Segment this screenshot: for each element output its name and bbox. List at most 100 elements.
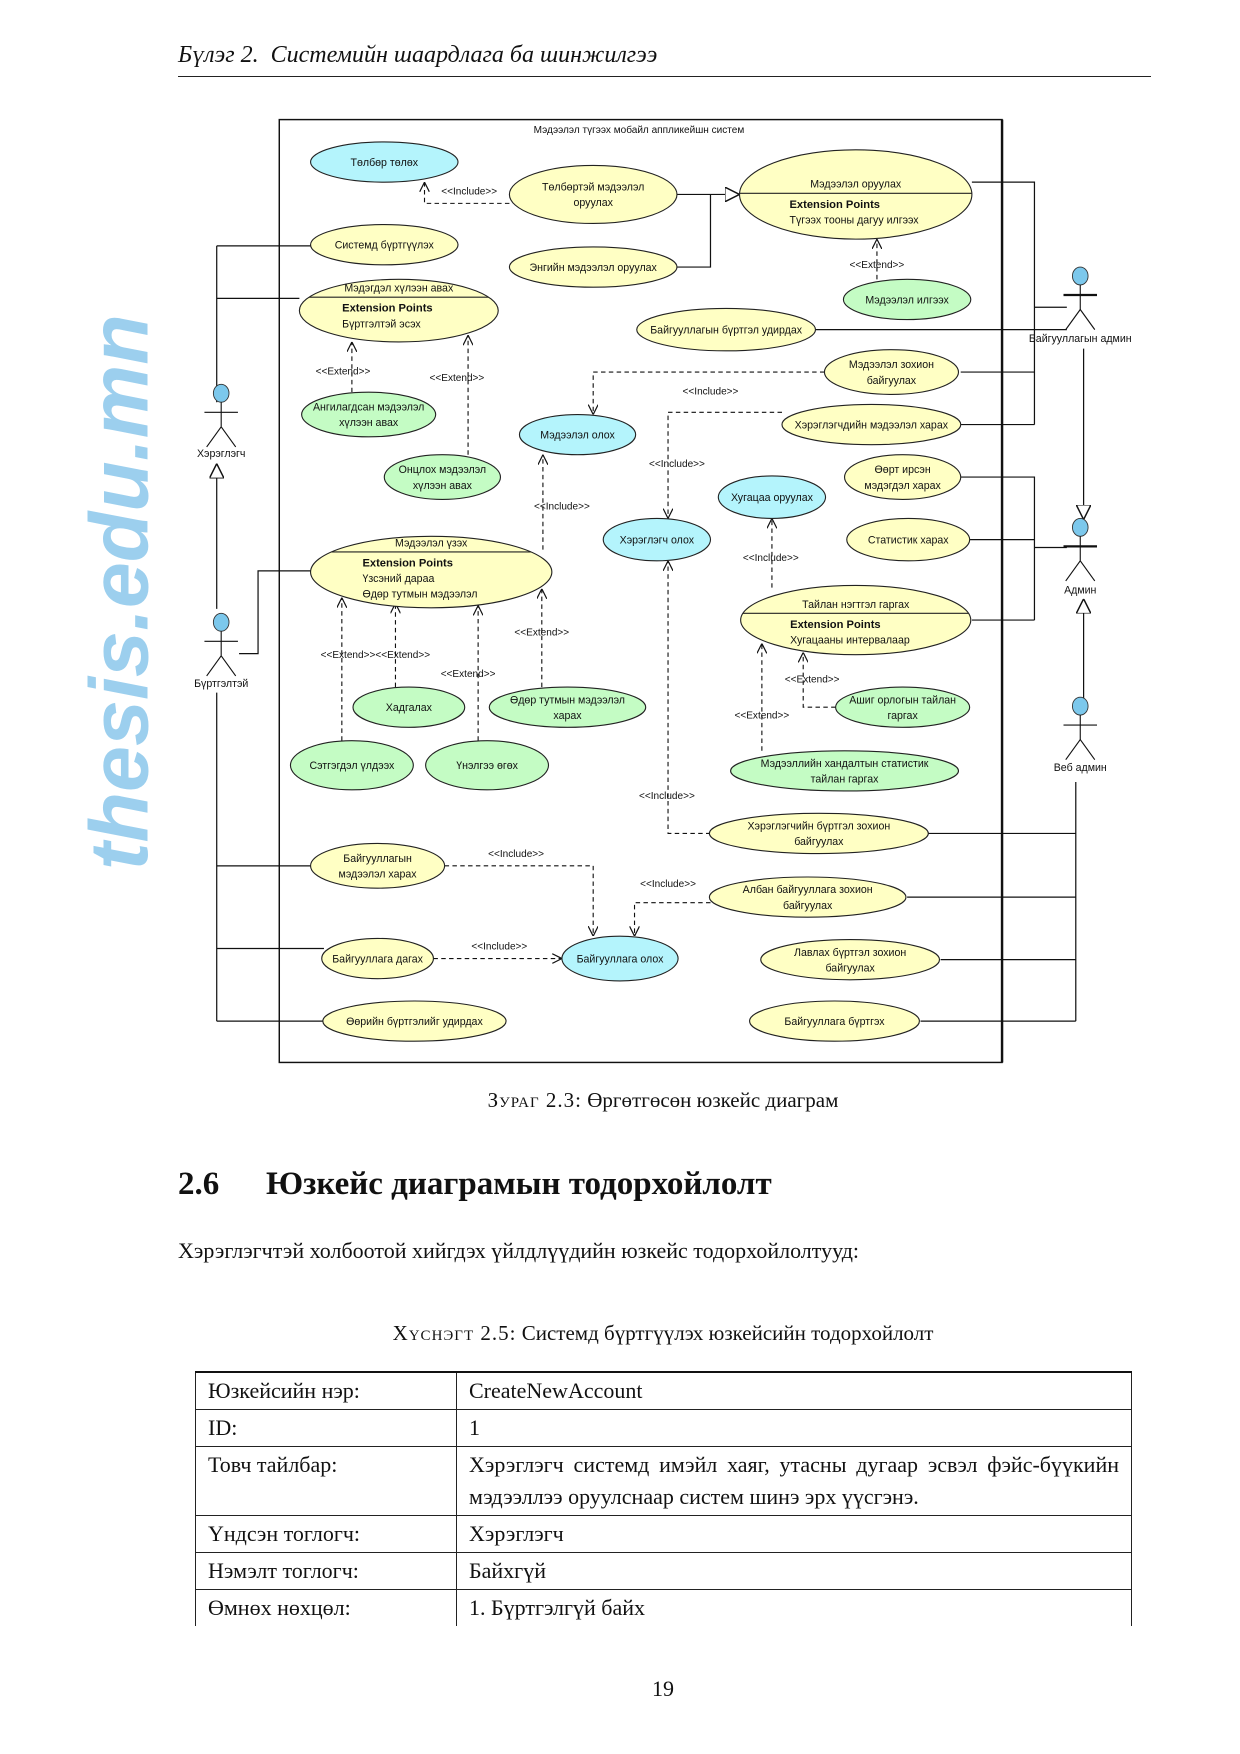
use-case-label: Байгууллага бүртгэх bbox=[784, 1016, 885, 1028]
use-case-label: Статистик харах bbox=[868, 535, 949, 547]
actor[interactable]: Админ bbox=[1063, 517, 1098, 596]
use-case-shape bbox=[760, 939, 941, 981]
row-key: Үндсэн тоглогч: bbox=[195, 1515, 457, 1553]
use-case[interactable]: Өөрийн бүртгэлийг удирдах bbox=[322, 1000, 507, 1042]
use-case-shape bbox=[738, 149, 973, 240]
use-case-shape bbox=[740, 584, 972, 656]
actor-head-icon bbox=[212, 383, 230, 403]
use-case-shape bbox=[322, 1000, 507, 1042]
table-caption-label: Хүснэгт 2.5: bbox=[392, 1321, 517, 1345]
figure-caption-text: Өргөтгөсөн юзкейс диаграм bbox=[587, 1088, 839, 1112]
relation-label: <<Include>> bbox=[649, 459, 705, 470]
use-case-label: Өөрийн бүртгэлийг удирдах bbox=[346, 1016, 483, 1028]
use-case-shape bbox=[636, 307, 817, 352]
table-row: Нэмэлт тоглогч:Байхгүй bbox=[195, 1552, 1132, 1590]
extension-points-title: Extension Points bbox=[342, 303, 433, 315]
use-case-label: байгуулах bbox=[794, 836, 844, 848]
use-case[interactable]: Мэдээлэл олох bbox=[518, 413, 637, 456]
use-case-label: оруулах bbox=[573, 197, 613, 209]
table-row: ID:1 bbox=[195, 1409, 1132, 1447]
use-case-shape bbox=[749, 1000, 920, 1042]
use-case-shape bbox=[518, 413, 637, 456]
use-case[interactable]: Системд бүртгүүлэх bbox=[309, 224, 459, 266]
use-case[interactable]: Төлбөртэй мэдээлэл оруулах bbox=[508, 164, 678, 225]
relation-label: <<Include>> bbox=[471, 942, 527, 953]
association-line bbox=[971, 181, 1036, 425]
use-case-shape bbox=[321, 937, 434, 980]
use-case-shape bbox=[383, 454, 502, 500]
use-case-label: Өдөр тутмын мэдээлэл bbox=[510, 694, 625, 706]
use-case-shape bbox=[425, 740, 550, 791]
row-key: Өмнөх нөхцөл: bbox=[195, 1589, 457, 1626]
use-case[interactable]: Байгууллагын бүртгэл удирдах bbox=[636, 307, 817, 352]
use-case[interactable]: Хадгалах bbox=[352, 686, 466, 728]
actor-label: Байгууллагын админ bbox=[1029, 333, 1132, 345]
use-case-label: Мэдээлэл үзэх bbox=[395, 537, 468, 549]
actor[interactable]: Веб админ bbox=[1054, 696, 1107, 774]
use-case-label: Системд бүртгүүлэх bbox=[335, 240, 435, 252]
relation-label: <<Include>> bbox=[488, 849, 544, 860]
use-case[interactable]: Мэдээлэл илгээх bbox=[842, 278, 972, 321]
use-case-label: байгуулах bbox=[867, 375, 917, 387]
row-key: Юзкейсийн нэр: bbox=[195, 1371, 457, 1410]
extension-points-title: Extension Points bbox=[362, 557, 453, 569]
use-case[interactable]: Байгууллага бүртгэх bbox=[749, 1000, 920, 1042]
use-case[interactable]: Үнэлгээ өгөх bbox=[425, 740, 550, 791]
use-case-label: Төлбөртэй мэдээлэл bbox=[542, 182, 644, 194]
use-case-shape bbox=[289, 740, 414, 791]
use-case[interactable]: Хугацаа оруулах bbox=[717, 475, 827, 519]
row-value: Байхгүй bbox=[456, 1552, 1132, 1590]
use-case-shape bbox=[309, 535, 553, 609]
use-case[interactable]: Сэтгэгдэл үлдээх bbox=[289, 740, 414, 791]
use-case[interactable]: Хэрэглэгч олох bbox=[602, 517, 712, 562]
use-case-label: Лавлах бүртгэл зохион bbox=[794, 947, 906, 959]
relation-label: <<Include>> bbox=[640, 879, 696, 890]
dependency-arrow bbox=[668, 411, 782, 519]
extension-point: Бүртгэлтэй эсэх bbox=[342, 318, 421, 330]
use-case[interactable]: Энгийн мэдээлэл оруулах bbox=[508, 246, 678, 288]
use-case-shape bbox=[488, 686, 647, 728]
use-case-shape bbox=[708, 812, 929, 855]
relation-label: <<Extend>> bbox=[514, 628, 569, 639]
actor-head-icon bbox=[1071, 266, 1089, 286]
use-case-label: Албан байгууллага зохион bbox=[743, 884, 873, 896]
actor[interactable]: Байгууллагын админ bbox=[1029, 266, 1132, 345]
actor-head-icon bbox=[1071, 696, 1089, 716]
use-case-shape bbox=[561, 935, 679, 982]
actor[interactable]: Бүртгэлтэй bbox=[194, 612, 248, 690]
use-case-shape bbox=[823, 349, 960, 395]
use-case-label: Энгийн мэдээлэл оруулах bbox=[530, 262, 658, 274]
actor[interactable]: Хэрэглэгч bbox=[197, 383, 245, 460]
use-case[interactable]: Байгууллага дагах bbox=[321, 937, 434, 980]
use-case[interactable]: Хэрэглэгчдийн мэдээлэл харах bbox=[781, 403, 962, 446]
header-rule bbox=[178, 76, 1151, 77]
use-case[interactable]: Статистик харах bbox=[846, 517, 971, 562]
use-case[interactable]: Төлбөр төлөх bbox=[309, 141, 459, 183]
row-key: Нэмэлт тоглогч: bbox=[195, 1552, 457, 1590]
use-case-shape bbox=[309, 141, 459, 183]
watermark: thesis.edu.mn bbox=[72, 314, 165, 870]
extension-point: Үзсэний дараа bbox=[362, 573, 434, 585]
use-case-shape bbox=[843, 454, 962, 500]
figure-caption: Зураг 2.3: Өргөтгөсөн юзкейс диаграм bbox=[0, 1088, 1240, 1113]
use-case[interactable]: Байгууллага олох bbox=[561, 935, 679, 982]
relation-label: <<Extend>> bbox=[430, 373, 485, 384]
use-case-shape bbox=[508, 246, 678, 288]
use-case-shape bbox=[508, 164, 678, 225]
